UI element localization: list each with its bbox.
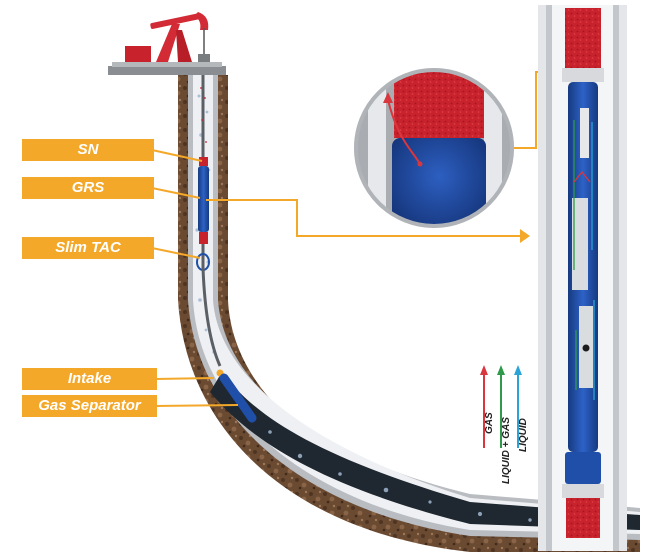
- pump-jack-icon: [108, 12, 226, 75]
- legend-gas: GAS: [484, 412, 495, 434]
- legend-liquid: LIQUID: [518, 418, 529, 452]
- label-slim-tac: Slim TAC: [22, 237, 154, 259]
- detail-panel: [538, 5, 627, 551]
- flow-legend: GAS LIQUID + GAS LIQUID: [480, 365, 529, 484]
- arrow-head-icon: [520, 229, 530, 243]
- label-sn: SN: [22, 139, 154, 161]
- zoom-inset: [354, 68, 514, 228]
- label-gas-separator: Gas Separator: [22, 395, 157, 417]
- legend-liquid-gas: LIQUID + GAS: [501, 417, 512, 484]
- label-intake: Intake: [22, 368, 157, 390]
- label-grs: GRS: [22, 177, 154, 199]
